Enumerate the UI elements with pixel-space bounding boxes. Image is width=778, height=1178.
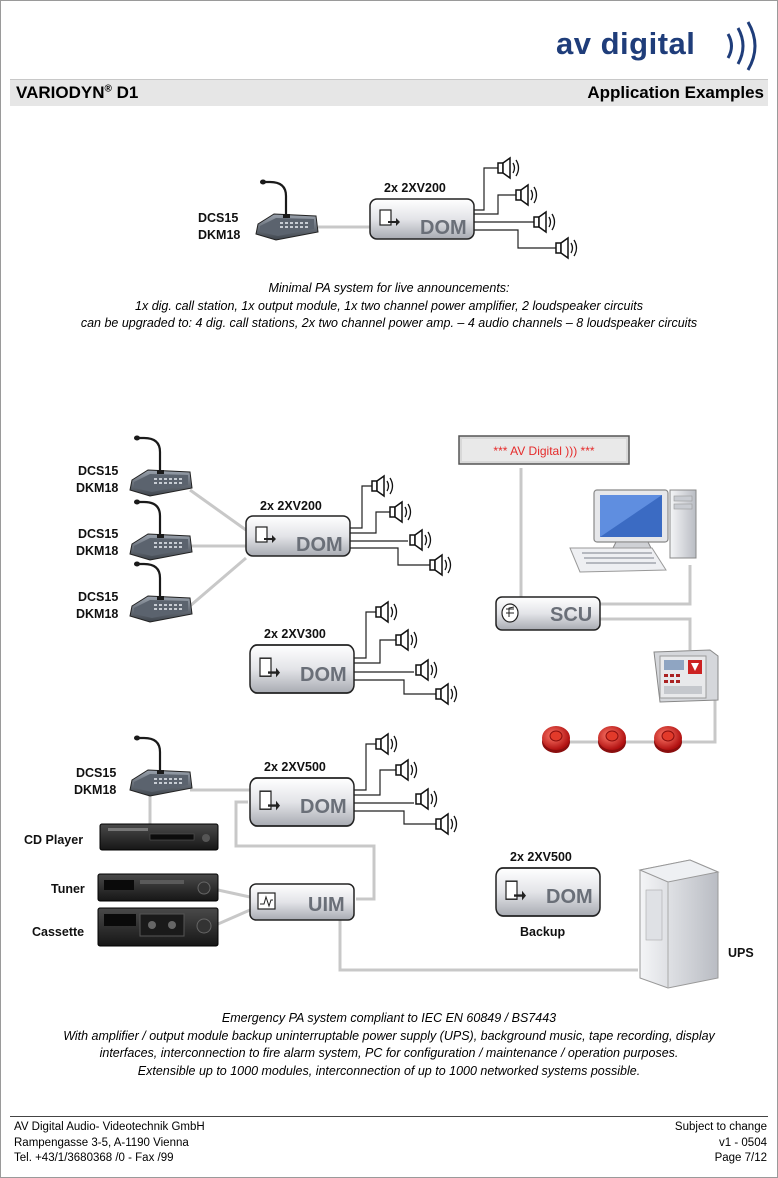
example-2-caption: Emergency PA system compliant to IEC EN …: [0, 1010, 778, 1080]
speaker-icon: [555, 237, 578, 259]
company-phone: Tel. +43/1/3680368 /0 - Fax /99: [14, 1152, 174, 1164]
backup-label: Backup: [520, 925, 566, 939]
page-number: Page 7/12: [714, 1152, 767, 1164]
cassette-label: Cassette: [32, 925, 84, 939]
speaker-icon: [515, 184, 538, 206]
tuner-icon: [97, 873, 219, 902]
example-1-diagram: DCS15 DKM18 2x 2XV200 DOM: [198, 157, 578, 259]
pc-workstation-icon: [569, 489, 697, 573]
caption-line: can be upgraded to: 4 dig. call stations…: [80, 316, 698, 330]
speaker-icon: [533, 211, 556, 233]
cassette-deck-icon: [97, 907, 219, 947]
sound-waves-icon: [726, 21, 757, 71]
system-cables: [148, 468, 717, 972]
alarm-sounder-icon: [598, 726, 626, 753]
doc-version: v1 - 0504: [719, 1136, 767, 1149]
alarm-sounders: [542, 726, 682, 753]
ups-tower-icon: [638, 859, 720, 989]
amp1-label: 2x 2XV200: [260, 499, 322, 513]
dom-label: DOM: [296, 534, 343, 556]
caption-line: interfaces, interconnection to fire alar…: [99, 1046, 679, 1060]
footer-divider: [10, 1116, 768, 1117]
product-title: VARIODYN® D1: [16, 83, 139, 102]
ex1-amp-label: 2x 2XV200: [384, 181, 446, 195]
speaker-wires: [474, 167, 556, 249]
speaker-wires: [354, 743, 436, 825]
dom-module-1: DOM: [245, 515, 351, 557]
speaker-icon: [395, 759, 418, 781]
station-3-label-2: DKM18: [76, 607, 118, 621]
subject-note: Subject to change: [674, 1121, 767, 1133]
caption-line: Extensible up to 1000 modules, interconn…: [137, 1063, 641, 1078]
company-name: AV Digital Audio- Videotechnik GmbH: [14, 1121, 205, 1133]
call-station-icon: [128, 498, 194, 562]
footer-company-info: AV Digital Audio- Videotechnik GmbH Ramp…: [14, 1120, 205, 1167]
call-station-icon: [128, 560, 194, 624]
station-4-label: DCS15: [76, 766, 116, 780]
station-1-label: DCS15: [78, 464, 118, 478]
lcd-display: *** AV Digital ))) ***: [458, 435, 630, 465]
speaker-icon: [415, 788, 438, 810]
amp2-label: 2x 2XV300: [264, 627, 326, 641]
speaker-icon: [395, 629, 418, 651]
uim-label: UIM: [308, 894, 345, 916]
speaker-icon: [375, 601, 398, 623]
call-station-icon: [128, 434, 194, 498]
caption-line: With amplifier / output module backup un…: [63, 1028, 715, 1043]
dom-label: DOM: [546, 886, 593, 908]
display-text: *** AV Digital ))) ***: [493, 444, 594, 458]
caption-line: Minimal PA system for live announcements…: [268, 281, 510, 295]
ex1-dom-module: DOM: [369, 198, 475, 240]
example-2-diagram: *** AV Digital ))) ***: [24, 434, 754, 989]
alarm-sounder-icon: [654, 726, 682, 753]
station-4-label-2: DKM18: [74, 783, 116, 797]
speaker-wires: [354, 611, 436, 695]
company-address: Rampengasse 3-5, A-1190 Vienna: [14, 1136, 189, 1149]
speaker-icon: [375, 733, 398, 755]
caption-line: Emergency PA system compliant to IEC EN …: [221, 1011, 557, 1025]
fire-alarm-panel-icon: [653, 649, 719, 703]
logo-wordmark: av digital: [556, 26, 696, 61]
av-digital-logo: av digital: [556, 20, 766, 72]
dom-module-3: DOM: [249, 777, 355, 827]
call-station-icon: [128, 734, 194, 798]
speaker-icon: [409, 529, 432, 551]
station-3-label: DCS15: [78, 590, 118, 604]
footer-doc-info: Subject to change v1 - 0504 Page 7/12: [675, 1120, 767, 1167]
caption-line: 1x dig. call station, 1x output module, …: [135, 298, 643, 313]
station-2-label-2: DKM18: [76, 544, 118, 558]
dom-label: DOM: [300, 796, 347, 818]
header-bar: VARIODYN® D1 Application Examples: [10, 79, 768, 106]
cd-player-label: CD Player: [24, 833, 83, 847]
example-1-caption: Minimal PA system for live announcements…: [0, 280, 778, 333]
speaker-wires: [350, 485, 430, 566]
speaker-icon: [415, 659, 438, 681]
amp3-label: 2x 2XV500: [264, 760, 326, 774]
scu-module: SCU: [495, 596, 601, 631]
backup-dom-module: DOM: [495, 867, 601, 917]
speaker-icon: [429, 554, 452, 576]
scu-label: SCU: [550, 604, 592, 626]
ex1-station-label: DCS15: [198, 211, 238, 225]
speaker-icon: [497, 157, 520, 179]
cd-player-icon: [99, 823, 219, 851]
speaker-icon: [371, 475, 394, 497]
ex1-station-label-2: DKM18: [198, 228, 240, 242]
section-title: Application Examples: [587, 83, 764, 102]
dom-label: DOM: [300, 664, 347, 686]
station-1-label-2: DKM18: [76, 481, 118, 495]
dom-module-2: DOM: [249, 644, 355, 694]
speaker-icon: [389, 501, 412, 523]
speaker-icon: [435, 813, 458, 835]
ups-label: UPS: [728, 946, 754, 960]
speaker-icon: [435, 683, 458, 705]
alarm-sounder-icon: [542, 726, 570, 753]
tuner-label: Tuner: [51, 882, 85, 896]
station-2-label: DCS15: [78, 527, 118, 541]
uim-module: UIM: [249, 883, 355, 921]
dom-label: DOM: [420, 217, 467, 239]
backup-amp-label: 2x 2XV500: [510, 850, 572, 864]
call-station-icon: [254, 178, 320, 242]
